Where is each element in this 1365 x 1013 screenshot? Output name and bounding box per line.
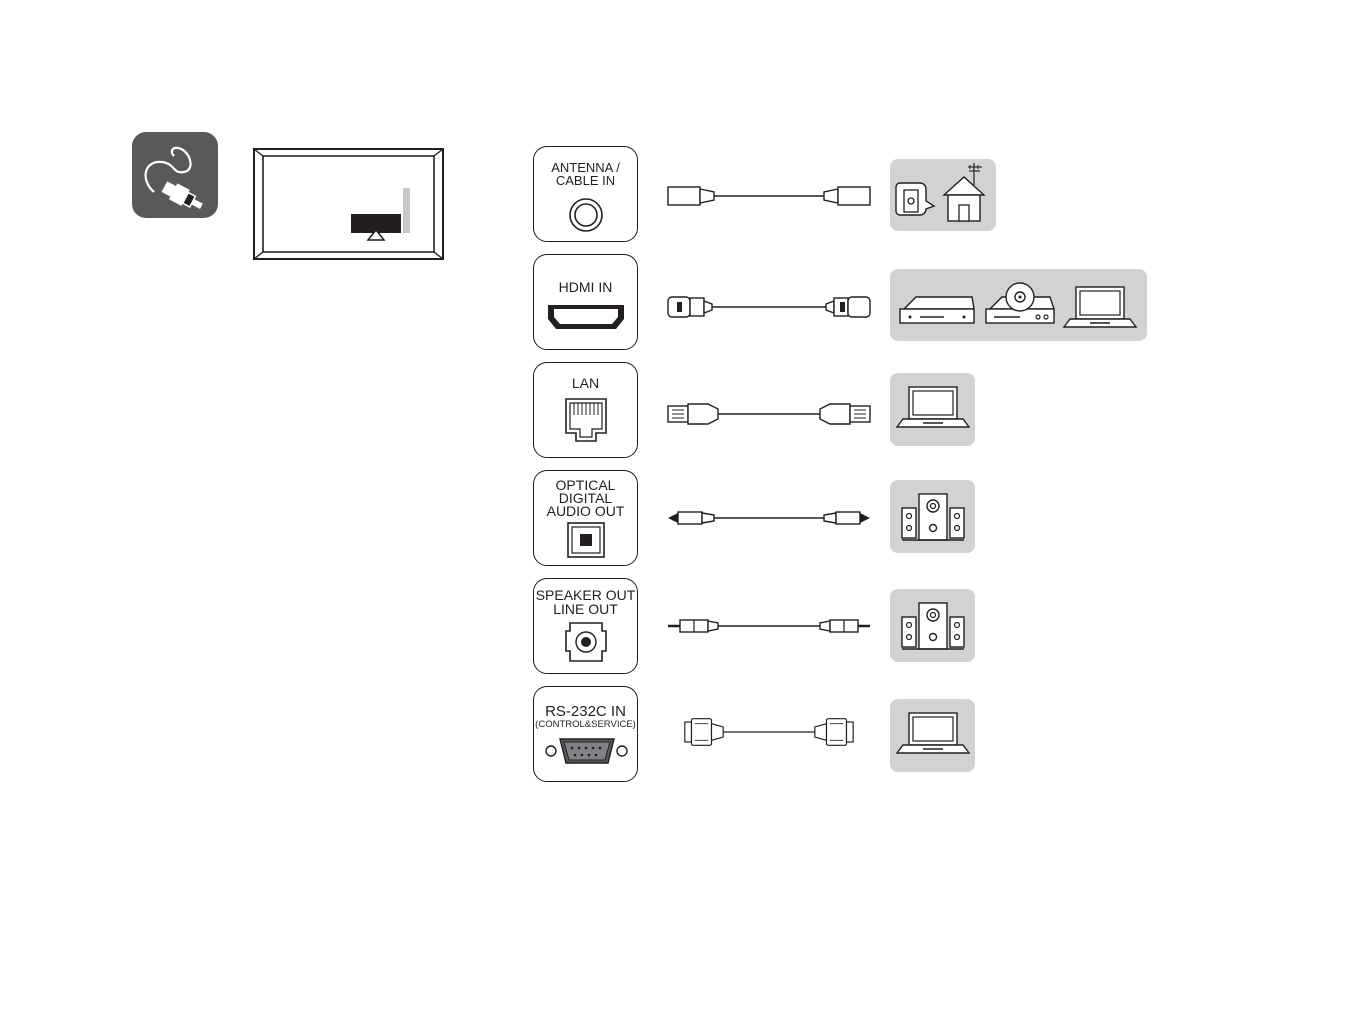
port-rs232c-in: RS-232C IN (CONTROL&SERVICE) [533,686,638,782]
hdmi-port-icon [534,255,639,351]
speaker-system-icon [902,494,964,540]
dvd-player-icon [986,283,1054,323]
port-lan: LAN [533,362,638,458]
hdmi-cable-icon [664,292,874,322]
port-antenna-cable-in: ANTENNA / CABLE IN [533,146,638,242]
device-antenna-group [890,159,996,231]
cable-plug-icon [132,132,218,218]
rs232c-port-icon [534,687,639,783]
port-hdmi-in: HDMI IN [533,254,638,350]
port-speaker-line-out: SPEAKER OUT LINE OUT [533,578,638,674]
laptop-icon [897,387,969,427]
laptop-icon [1064,287,1136,327]
coaxial-port-icon [534,147,639,243]
device-optical-group [890,480,975,553]
optical-port-icon [534,471,639,567]
bluray-player-icon [900,297,974,323]
speaker-system-icon [902,603,964,649]
tv-rear-panel-icon [253,148,444,260]
device-rs232c-group [890,699,975,772]
audio-jack-cable-icon [664,611,874,641]
wall-outlet-icon [896,183,934,215]
house-antenna-icon [944,163,984,221]
optical-cable-icon [664,503,874,533]
laptop-icon [897,713,969,753]
audio-jack-port-icon [534,579,639,675]
port-optical-digital-audio-out: OPTICAL DIGITAL AUDIO OUT [533,470,638,566]
coaxial-cable-icon [664,181,874,211]
device-lan-group [890,373,975,446]
ethernet-port-icon [534,363,639,459]
device-hdmi-group [890,269,1147,341]
rs232c-cable-icon [664,717,874,747]
ethernet-cable-icon [664,399,874,429]
device-speaker-group [890,589,975,662]
